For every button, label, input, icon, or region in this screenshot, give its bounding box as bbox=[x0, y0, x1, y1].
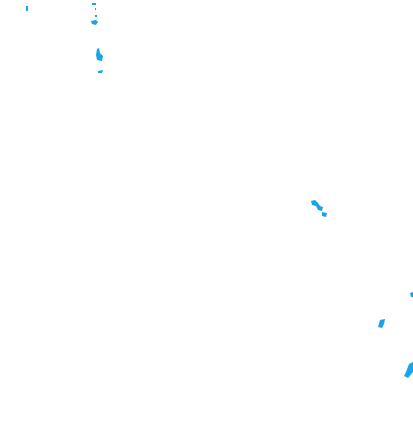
water-fragment bbox=[95, 15, 97, 17]
water-features bbox=[26, 3, 413, 378]
water-pond bbox=[91, 20, 98, 25]
water-pond bbox=[378, 319, 385, 328]
water-fragment bbox=[410, 292, 413, 297]
water-fragment bbox=[98, 70, 103, 73]
water-fragment bbox=[92, 3, 96, 5]
water-river bbox=[404, 362, 413, 378]
water-fragment bbox=[26, 6, 28, 11]
water-pond bbox=[96, 48, 103, 61]
water-lake bbox=[311, 200, 323, 211]
water-pond bbox=[322, 212, 327, 217]
water-fragment bbox=[95, 8, 96, 10]
